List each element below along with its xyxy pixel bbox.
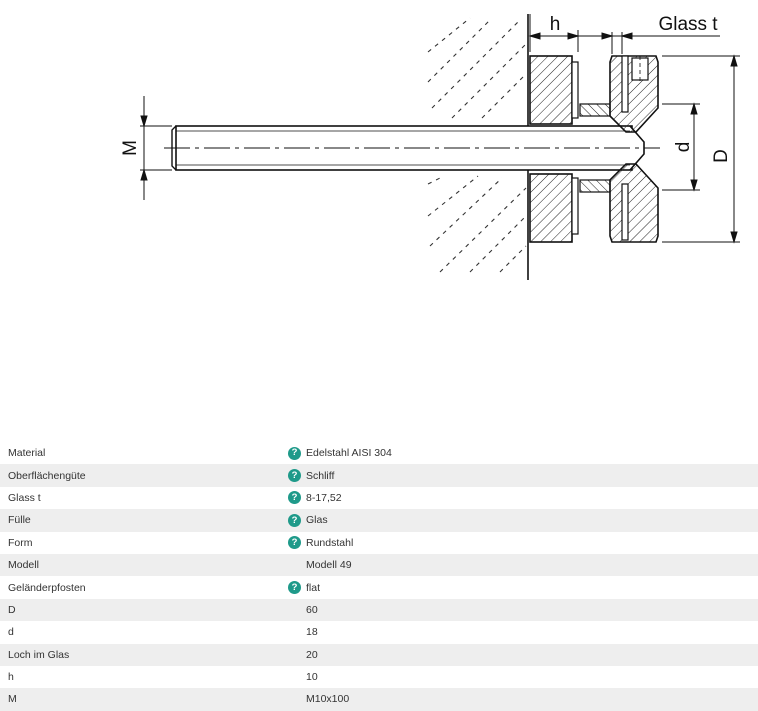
dimension-glass-t-label: Glass t [658,14,718,35]
help-icon[interactable]: ? [288,491,301,505]
spec-row-glass-t: Glass t ? 8-17,52 [0,487,758,509]
spec-value: 10 [306,671,318,684]
spec-value: 20 [306,648,318,661]
spec-label: d [8,626,14,639]
spec-row-hole: Loch im Glas 20 [0,643,758,666]
spec-row-material: Material ? Edelstahl AISI 304 [0,442,758,464]
dimension-m-label: M [120,140,141,156]
dimension-d [662,102,700,192]
help-icon[interactable]: ? [288,446,301,460]
dimension-h [528,14,612,52]
spec-label: M [8,693,17,706]
spec-label: Modell [8,559,39,572]
clamp-disc-upper [609,55,659,133]
spec-label: D [8,603,16,616]
spec-label: Material [8,447,46,460]
spec-row-D: D 60 [0,598,758,622]
spec-value: M10x100 [306,693,350,706]
spec-row-M: M M10x100 [0,688,758,711]
spec-label: Form [8,536,33,549]
dimension-D-label: D [711,149,732,163]
spec-value: flat [306,581,321,594]
spec-value: Glas [306,514,328,527]
spec-value: 60 [306,603,318,616]
spec-value: Rundstahl [306,536,354,549]
spec-row-surface: Oberflächengüte ? Schliff [0,464,758,487]
dimension-d-label: d [673,142,694,153]
spec-value: 18 [306,626,318,639]
glass-bushing [579,103,611,193]
spec-row-post: Geländerpfosten ? flat [0,576,758,598]
help-icon[interactable]: ? [288,581,301,595]
clamp-disc-lower [609,163,659,243]
spec-row-form: Form ? Rundstahl [0,532,758,554]
dimension-glass-t [580,32,720,54]
technical-drawing: M h Glass t d D [120,14,740,280]
spec-value: 8-17,52 [306,491,342,504]
spec-row-fill: Fülle ? Glas [0,509,758,532]
spec-label: Loch im Glas [8,648,70,661]
spacer-upper [529,55,579,125]
spacer-lower [529,173,579,243]
dimension-m [140,96,172,200]
help-icon[interactable]: ? [288,469,301,483]
spec-value: Edelstahl AISI 304 [306,447,392,460]
help-icon[interactable]: ? [288,513,301,527]
spec-label: Glass t [8,491,41,504]
spec-label: Oberflächengüte [8,469,86,482]
spec-label: h [8,671,14,684]
spec-row-model: Modell Modell 49 [0,553,758,577]
spec-label: Fülle [8,514,31,527]
spec-value: Modell 49 [306,559,352,572]
spec-table: Material ? Edelstahl AISI 304 Oberfläche… [0,442,758,711]
spec-row-h: h 10 [0,666,758,688]
spec-row-d: d 18 [0,621,758,643]
help-icon[interactable]: ? [288,536,301,550]
spec-value: Schliff [306,469,335,482]
dimension-h-label: h [550,14,561,35]
wall-hatch [427,17,527,273]
dimension-D [662,54,740,244]
spec-label: Geländerpfosten [8,581,86,594]
